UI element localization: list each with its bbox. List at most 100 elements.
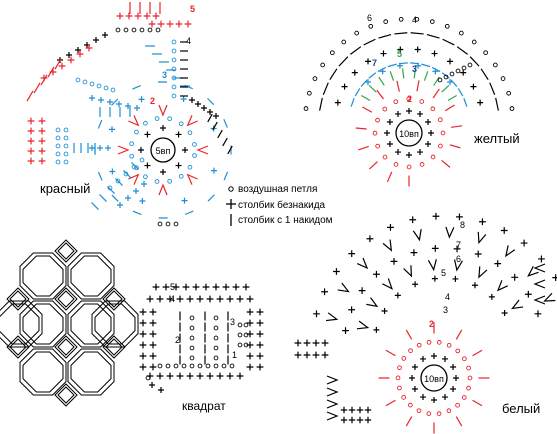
octagon-motif-inner-outline [70, 351, 112, 393]
chain-stitch [455, 68, 461, 74]
single-crochet-stitch [303, 351, 311, 359]
yellow-row-number: 6 [367, 13, 372, 23]
double-crochet-stitch [47, 66, 55, 78]
single-crochet-stitch [321, 351, 329, 359]
single-crochet-stitch [125, 12, 133, 20]
chain-stitch [401, 356, 407, 361]
single-crochet-stitch [524, 290, 532, 298]
single-crochet-stitch [313, 310, 320, 318]
single-crochet-stitch [432, 68, 439, 75]
single-crochet-stitch [256, 319, 264, 327]
chain-stitch [178, 121, 184, 127]
single-crochet-stitch [396, 62, 403, 69]
double-crochet-stitch [396, 80, 400, 92]
single-crochet-stitch [196, 295, 204, 303]
double-crochet-pair-stitch [158, 183, 168, 196]
chain-stitch [189, 335, 195, 341]
single-crochet-stitch [409, 216, 417, 224]
double-crochet-pair-stitch [453, 259, 463, 272]
single-crochet-stitch [246, 319, 254, 327]
double-crochet-stitch [394, 32, 408, 35]
single-crochet-stitch [294, 339, 302, 347]
double-crochet-stitch [350, 98, 355, 107]
chain-stitch [375, 117, 380, 123]
chain-stitch [426, 411, 432, 416]
diamond-motif-inner-outline [57, 338, 75, 356]
double-crochet-stitch [442, 38, 455, 46]
chain-dot-icon [228, 186, 234, 192]
single-crochet-stitch [431, 353, 437, 359]
chain-stitch [155, 27, 161, 33]
double-crochet-stitch [217, 129, 223, 139]
double-crochet-stitch [463, 98, 468, 107]
single-crochet-stitch [202, 283, 210, 291]
assembly-layout-diagram [0, 239, 139, 407]
single-crochet-stitch [27, 157, 35, 165]
double-crochet-pair-stitch [128, 173, 140, 185]
chain-stitch [89, 81, 95, 87]
diamond-motif-outline [54, 287, 78, 311]
double-crochet-stitch [402, 68, 405, 79]
chain-stitch [205, 363, 211, 369]
single-crochet-stitch [117, 202, 123, 208]
chain-stitch [237, 322, 243, 328]
double-crochet-pair-stitch [496, 280, 509, 292]
single-crochet-stitch [412, 281, 419, 288]
single-crochet-stitch [226, 372, 234, 380]
single-crochet-stitch [395, 110, 401, 117]
single-crochet-stitch [351, 69, 358, 76]
single-crochet-stitch [149, 363, 157, 371]
single-crochet-stitch [156, 372, 164, 380]
chain-stitch [393, 162, 399, 167]
single-crochet-stitch [149, 341, 157, 349]
single-crochet-stitch [242, 283, 250, 291]
single-crochet-stitch [256, 341, 264, 349]
chain-stitch [397, 365, 402, 371]
double-crochet-stitch [33, 82, 41, 94]
single-crochet-stitch [534, 310, 542, 318]
yellow-row-number: 5 [397, 49, 402, 59]
double-crochet-stitch [40, 74, 48, 86]
single-crochet-stitch [406, 108, 412, 114]
single-crochet-stitch [511, 273, 519, 281]
red-row-number: 3 [162, 70, 167, 80]
single-crochet-stitch [152, 283, 160, 291]
single-crochet-stitch [143, 12, 151, 20]
chain-stitch [354, 30, 360, 36]
double-crochet-stitch [350, 46, 362, 55]
chain-stitch [383, 19, 389, 24]
chain-stitch [466, 385, 471, 391]
chain-stitch [509, 106, 515, 111]
chain-stitch [229, 363, 235, 369]
chain-stitch [63, 127, 69, 133]
diamond-motif-inner-outline [105, 290, 123, 308]
single-crochet-stitch [348, 306, 356, 314]
single-crochet-stitch [246, 295, 254, 303]
single-crochet-stitch [246, 352, 254, 360]
single-crochet-stitch [256, 308, 264, 316]
single-crochet-stitch [226, 295, 234, 303]
double-crochet-pair-stitch [445, 226, 455, 239]
square-row-number: 1 [232, 350, 237, 360]
legend-item-chain: воздушная петля [228, 184, 317, 195]
double-crochet-pair-stitch [533, 295, 546, 305]
chain-stitch [123, 171, 129, 177]
square-row-number: 3 [230, 317, 235, 327]
chain-stitch [243, 332, 249, 338]
square-motif-label: квадрат [182, 399, 226, 413]
single-crochet-stitch [447, 78, 454, 85]
double-crochet-stitch [99, 194, 107, 202]
single-crochet-stitch [213, 113, 219, 119]
chain-stitch [107, 185, 113, 191]
double-crochet-stitch [455, 416, 463, 427]
chain-stitch [372, 130, 378, 136]
single-crochet-stitch [417, 149, 423, 156]
single-crochet-stitch [414, 46, 421, 53]
double-crochet-stitch [495, 97, 499, 111]
double-crochet-stitch [207, 97, 215, 106]
chain-stitch [449, 71, 455, 77]
double-crochet-stitch [91, 202, 99, 210]
white-center-label: 10вп [424, 374, 444, 384]
single-crochet-stitch [152, 12, 160, 20]
double-crochet-stitch [54, 58, 62, 70]
